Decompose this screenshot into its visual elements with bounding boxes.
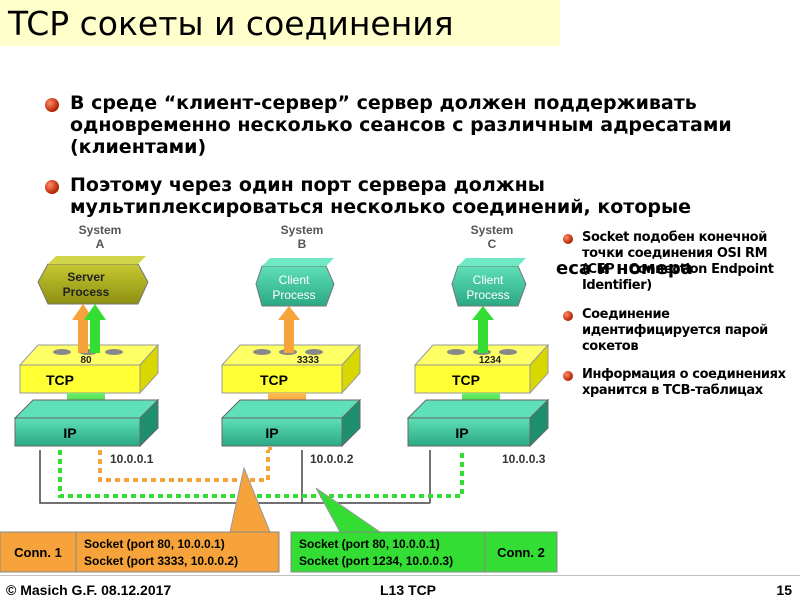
side-bullet-3: Информация о соединениях хранится в TCB-… — [582, 367, 786, 398]
system-c: System C Client Process TCP 1234 IP 10.0… — [406, 223, 550, 466]
process-label: Process — [466, 288, 509, 302]
footer-page-number: 15 — [776, 582, 792, 598]
side-bullet-1: Socket подобен конечной точки соединения… — [582, 230, 774, 293]
socket-entry: Socket (port 80, 10.0.0.1) — [84, 537, 225, 551]
tcp-label: TCP — [46, 372, 74, 388]
tcp-label: TCP — [260, 372, 288, 388]
system-a: System A Server Process TCP 80 IP 10.0.0… — [13, 223, 160, 466]
conn2-table: Socket (port 80, 10.0.0.1) Socket (port … — [290, 531, 558, 573]
title-bar: TCP сокеты и соединения — [0, 0, 560, 46]
bullet-icon — [563, 371, 573, 381]
ip-address: 10.0.0.1 — [110, 452, 154, 466]
footer: © Masich G.F. 08.12.2017 L13 TCP 15 — [0, 575, 800, 601]
socket-entry: Socket (port 80, 10.0.0.1) — [299, 537, 440, 551]
system-b: System B Client Process TCP 3333 IP 10.0… — [220, 223, 362, 466]
process-label: Client — [473, 273, 504, 287]
ip-address: 10.0.0.2 — [310, 452, 354, 466]
hidden-fragment: еса и номера — [556, 258, 693, 279]
process-label: Server — [67, 270, 105, 284]
process-label: Client — [279, 273, 310, 287]
conn1-callout — [229, 466, 271, 533]
bullet-icon — [563, 311, 573, 321]
system-letter: B — [298, 237, 307, 251]
port-label: 1234 — [479, 355, 502, 366]
page-title: TCP сокеты и соединения — [8, 4, 454, 43]
bullet-icon — [563, 234, 573, 244]
bullet-text-2: Поэтому через один порт сервера должны м… — [70, 174, 692, 218]
side-bullet-2: Соединение идентифицируется парой сокето… — [582, 307, 768, 354]
bullet-text-1: В среде “клиент-сервер” сервер должен по… — [70, 92, 732, 158]
system-label: System — [79, 223, 122, 237]
ip-label: IP — [455, 425, 468, 441]
conn-label: Conn. 1 — [14, 545, 62, 560]
conn2-dotted — [58, 450, 464, 498]
system-letter: A — [96, 237, 105, 251]
conn1-table: Conn. 1 Socket (port 80, 10.0.0.1) Socke… — [0, 531, 280, 573]
bullet-icon — [45, 98, 59, 112]
bullet-icon — [45, 180, 59, 194]
system-label: System — [471, 223, 514, 237]
system-label: System — [281, 223, 324, 237]
ip-label: IP — [63, 425, 76, 441]
ip-label: IP — [265, 425, 278, 441]
ip-address: 10.0.0.3 — [502, 452, 546, 466]
tcp-diagram: System A Server Process TCP 80 IP 10.0.0… — [0, 223, 560, 573]
process-arrows — [72, 304, 494, 353]
socket-entry: Socket (port 3333, 10.0.0.2) — [84, 554, 238, 568]
conn-label: Conn. 2 — [497, 545, 545, 560]
tcp-label: TCP — [452, 372, 480, 388]
process-label: Process — [63, 285, 110, 299]
system-letter: C — [488, 237, 497, 251]
footer-lecture: L13 TCP — [380, 582, 437, 598]
footer-copyright: © Masich G.F. 08.12.2017 — [6, 582, 172, 598]
port-label: 3333 — [297, 355, 320, 366]
port-label: 80 — [80, 355, 92, 366]
process-label: Process — [272, 288, 315, 302]
socket-entry: Socket (port 1234, 10.0.0.3) — [299, 554, 453, 568]
